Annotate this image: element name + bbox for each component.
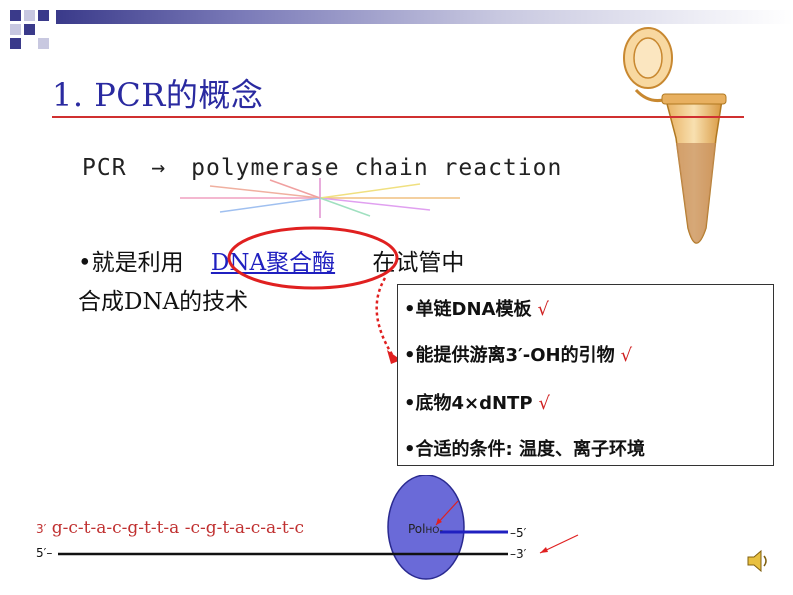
dna-diagram	[58, 475, 579, 580]
speaker-icon[interactable]	[746, 548, 770, 574]
label-3prime-right: –3′	[510, 547, 527, 561]
dna-sequence: 3′ g-c-t-a-c-g-t-t-a -c-g-t-a-c-a-t-c	[36, 518, 305, 538]
polymerase-label: PolHO-	[408, 522, 443, 536]
pcr-definition: PCR → polymerase chain reaction	[82, 155, 562, 181]
highlight-ellipse	[227, 226, 401, 364]
pcr-abbrev: PCR	[82, 155, 127, 181]
check-icon: √	[620, 345, 633, 366]
requirements-box: •单链DNA模板√ •能提供游离3′-OH的引物√ •底物4×dNTP√ •合适…	[397, 284, 774, 466]
label-5prime-left: 5′–	[36, 546, 53, 560]
pcr-tube-icon	[623, 27, 727, 244]
pcr-full-name: polymerase chain reaction	[191, 155, 563, 181]
bullet-definition-line1: •就是利用 DNA聚合酶 在试管中	[78, 250, 465, 276]
check-icon: √	[537, 299, 549, 320]
starburst-decoration	[180, 178, 460, 218]
label-5prime-right: –5′	[510, 526, 527, 540]
check-icon: √	[538, 393, 551, 414]
top-gradient-bar	[56, 10, 793, 24]
requirement-dntp: •底物4×dNTP√	[404, 393, 551, 414]
arrow-icon: →	[151, 155, 167, 181]
requirement-primer: •能提供游离3′-OH的引物√	[404, 345, 633, 366]
requirement-template: •单链DNA模板√	[404, 299, 549, 320]
page-title: 1. PCR的概念	[52, 76, 264, 114]
requirement-conditions: •合适的条件: 温度、离子环境	[404, 439, 645, 460]
bullet-definition-line2: 合成DNA的技术	[78, 289, 249, 315]
title-underline	[52, 116, 744, 118]
